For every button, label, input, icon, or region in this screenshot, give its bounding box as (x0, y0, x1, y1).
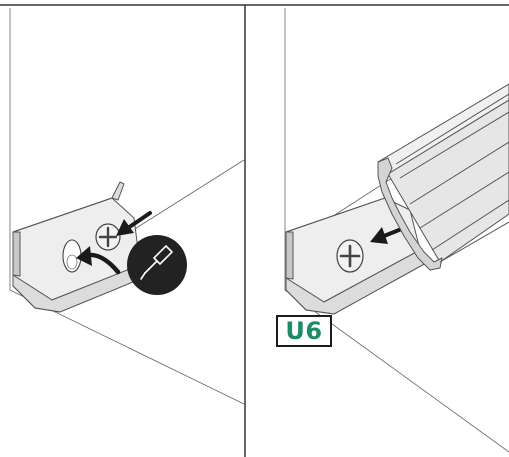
slot-hole (62, 239, 82, 273)
cover-profile (377, 83, 509, 271)
screw-icon (95, 223, 121, 251)
rotate-arrow-icon (76, 246, 121, 275)
screwdriver-icon (127, 235, 187, 295)
step-label-badge: U6 (276, 315, 332, 347)
panel-frame (0, 4, 509, 457)
push-arrow-icon (116, 211, 152, 236)
right-panel (284, 8, 509, 453)
left-panel (9, 8, 245, 405)
screw-icon-right (336, 239, 364, 273)
left-angle-profile (12, 181, 151, 313)
step-label-text: U6 (285, 317, 323, 345)
room-corner-lines (9, 8, 245, 405)
